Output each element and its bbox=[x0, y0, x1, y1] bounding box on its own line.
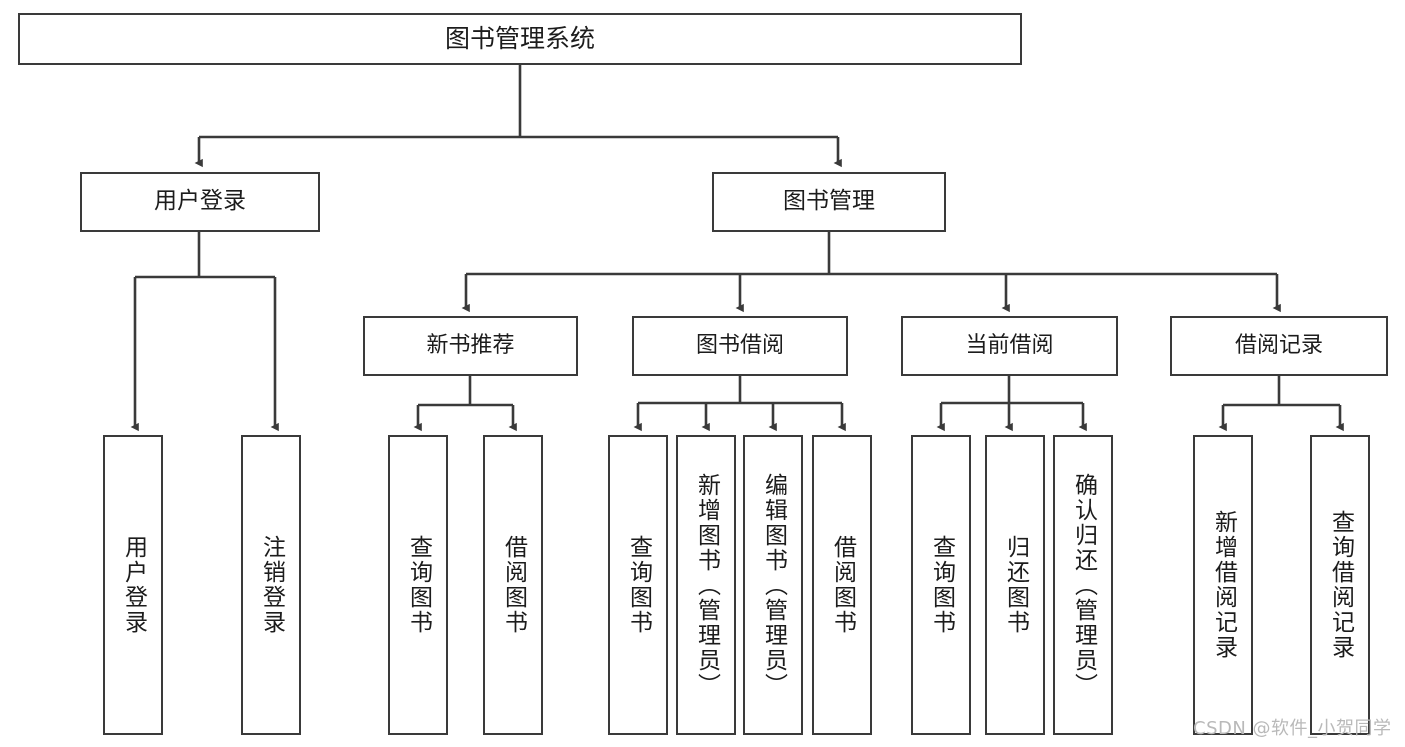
node-leaf-query-book-3[interactable]: 查询图书 bbox=[911, 435, 971, 735]
node-leaf-user-logout-label: 注销登录 bbox=[258, 535, 285, 635]
node-leaf-query-book-2-label: 查询图书 bbox=[625, 535, 652, 635]
node-leaf-add-book[interactable]: 新增图书（管理员） bbox=[676, 435, 736, 735]
node-leaf-query-record-label: 查询借阅记录 bbox=[1327, 510, 1354, 660]
node-leaf-confirm-return[interactable]: 确认归还（管理员） bbox=[1053, 435, 1113, 735]
node-leaf-query-book-2[interactable]: 查询图书 bbox=[608, 435, 668, 735]
node-root[interactable]: 图书管理系统 bbox=[18, 13, 1022, 65]
node-new-book-recommend[interactable]: 新书推荐 bbox=[363, 316, 578, 376]
node-book-borrow-label: 图书借阅 bbox=[695, 333, 784, 359]
node-root-label: 图书管理系统 bbox=[444, 24, 595, 54]
node-leaf-query-record[interactable]: 查询借阅记录 bbox=[1310, 435, 1370, 735]
node-book-borrow[interactable]: 图书借阅 bbox=[632, 316, 848, 376]
node-leaf-borrow-book-1-label: 借阅图书 bbox=[500, 535, 527, 635]
node-book-manage-label: 图书管理 bbox=[783, 188, 875, 215]
csdn-watermark: CSDN @软件_小贺同学 bbox=[1193, 718, 1392, 739]
node-leaf-query-book-1-label: 查询图书 bbox=[405, 535, 432, 635]
node-borrow-record[interactable]: 借阅记录 bbox=[1170, 316, 1388, 376]
node-leaf-user-logout[interactable]: 注销登录 bbox=[241, 435, 301, 735]
node-leaf-return-book[interactable]: 归还图书 bbox=[985, 435, 1045, 735]
node-leaf-borrow-book-2-label: 借阅图书 bbox=[829, 535, 856, 635]
node-leaf-return-book-label: 归还图书 bbox=[1002, 535, 1029, 635]
node-user-login-label: 用户登录 bbox=[154, 188, 246, 215]
node-user-login[interactable]: 用户登录 bbox=[80, 172, 320, 232]
node-current-borrow[interactable]: 当前借阅 bbox=[901, 316, 1118, 376]
node-leaf-add-record-label: 新增借阅记录 bbox=[1210, 510, 1237, 660]
node-new-book-recommend-label: 新书推荐 bbox=[426, 333, 515, 359]
node-leaf-edit-book-label: 编辑图书（管理员） bbox=[760, 472, 787, 698]
node-current-borrow-label: 当前借阅 bbox=[965, 333, 1054, 359]
node-leaf-borrow-book-1[interactable]: 借阅图书 bbox=[483, 435, 543, 735]
node-leaf-add-book-label: 新增图书（管理员） bbox=[693, 472, 720, 698]
node-borrow-record-label: 借阅记录 bbox=[1234, 333, 1323, 359]
node-leaf-borrow-book-2[interactable]: 借阅图书 bbox=[812, 435, 872, 735]
node-leaf-query-book-3-label: 查询图书 bbox=[928, 535, 955, 635]
node-leaf-user-login-label: 用户登录 bbox=[120, 535, 147, 635]
node-leaf-edit-book[interactable]: 编辑图书（管理员） bbox=[743, 435, 803, 735]
node-leaf-user-login[interactable]: 用户登录 bbox=[103, 435, 163, 735]
node-leaf-confirm-return-label: 确认归还（管理员） bbox=[1070, 472, 1097, 698]
node-leaf-query-book-1[interactable]: 查询图书 bbox=[388, 435, 448, 735]
node-leaf-add-record[interactable]: 新增借阅记录 bbox=[1193, 435, 1253, 735]
node-book-manage[interactable]: 图书管理 bbox=[712, 172, 946, 232]
